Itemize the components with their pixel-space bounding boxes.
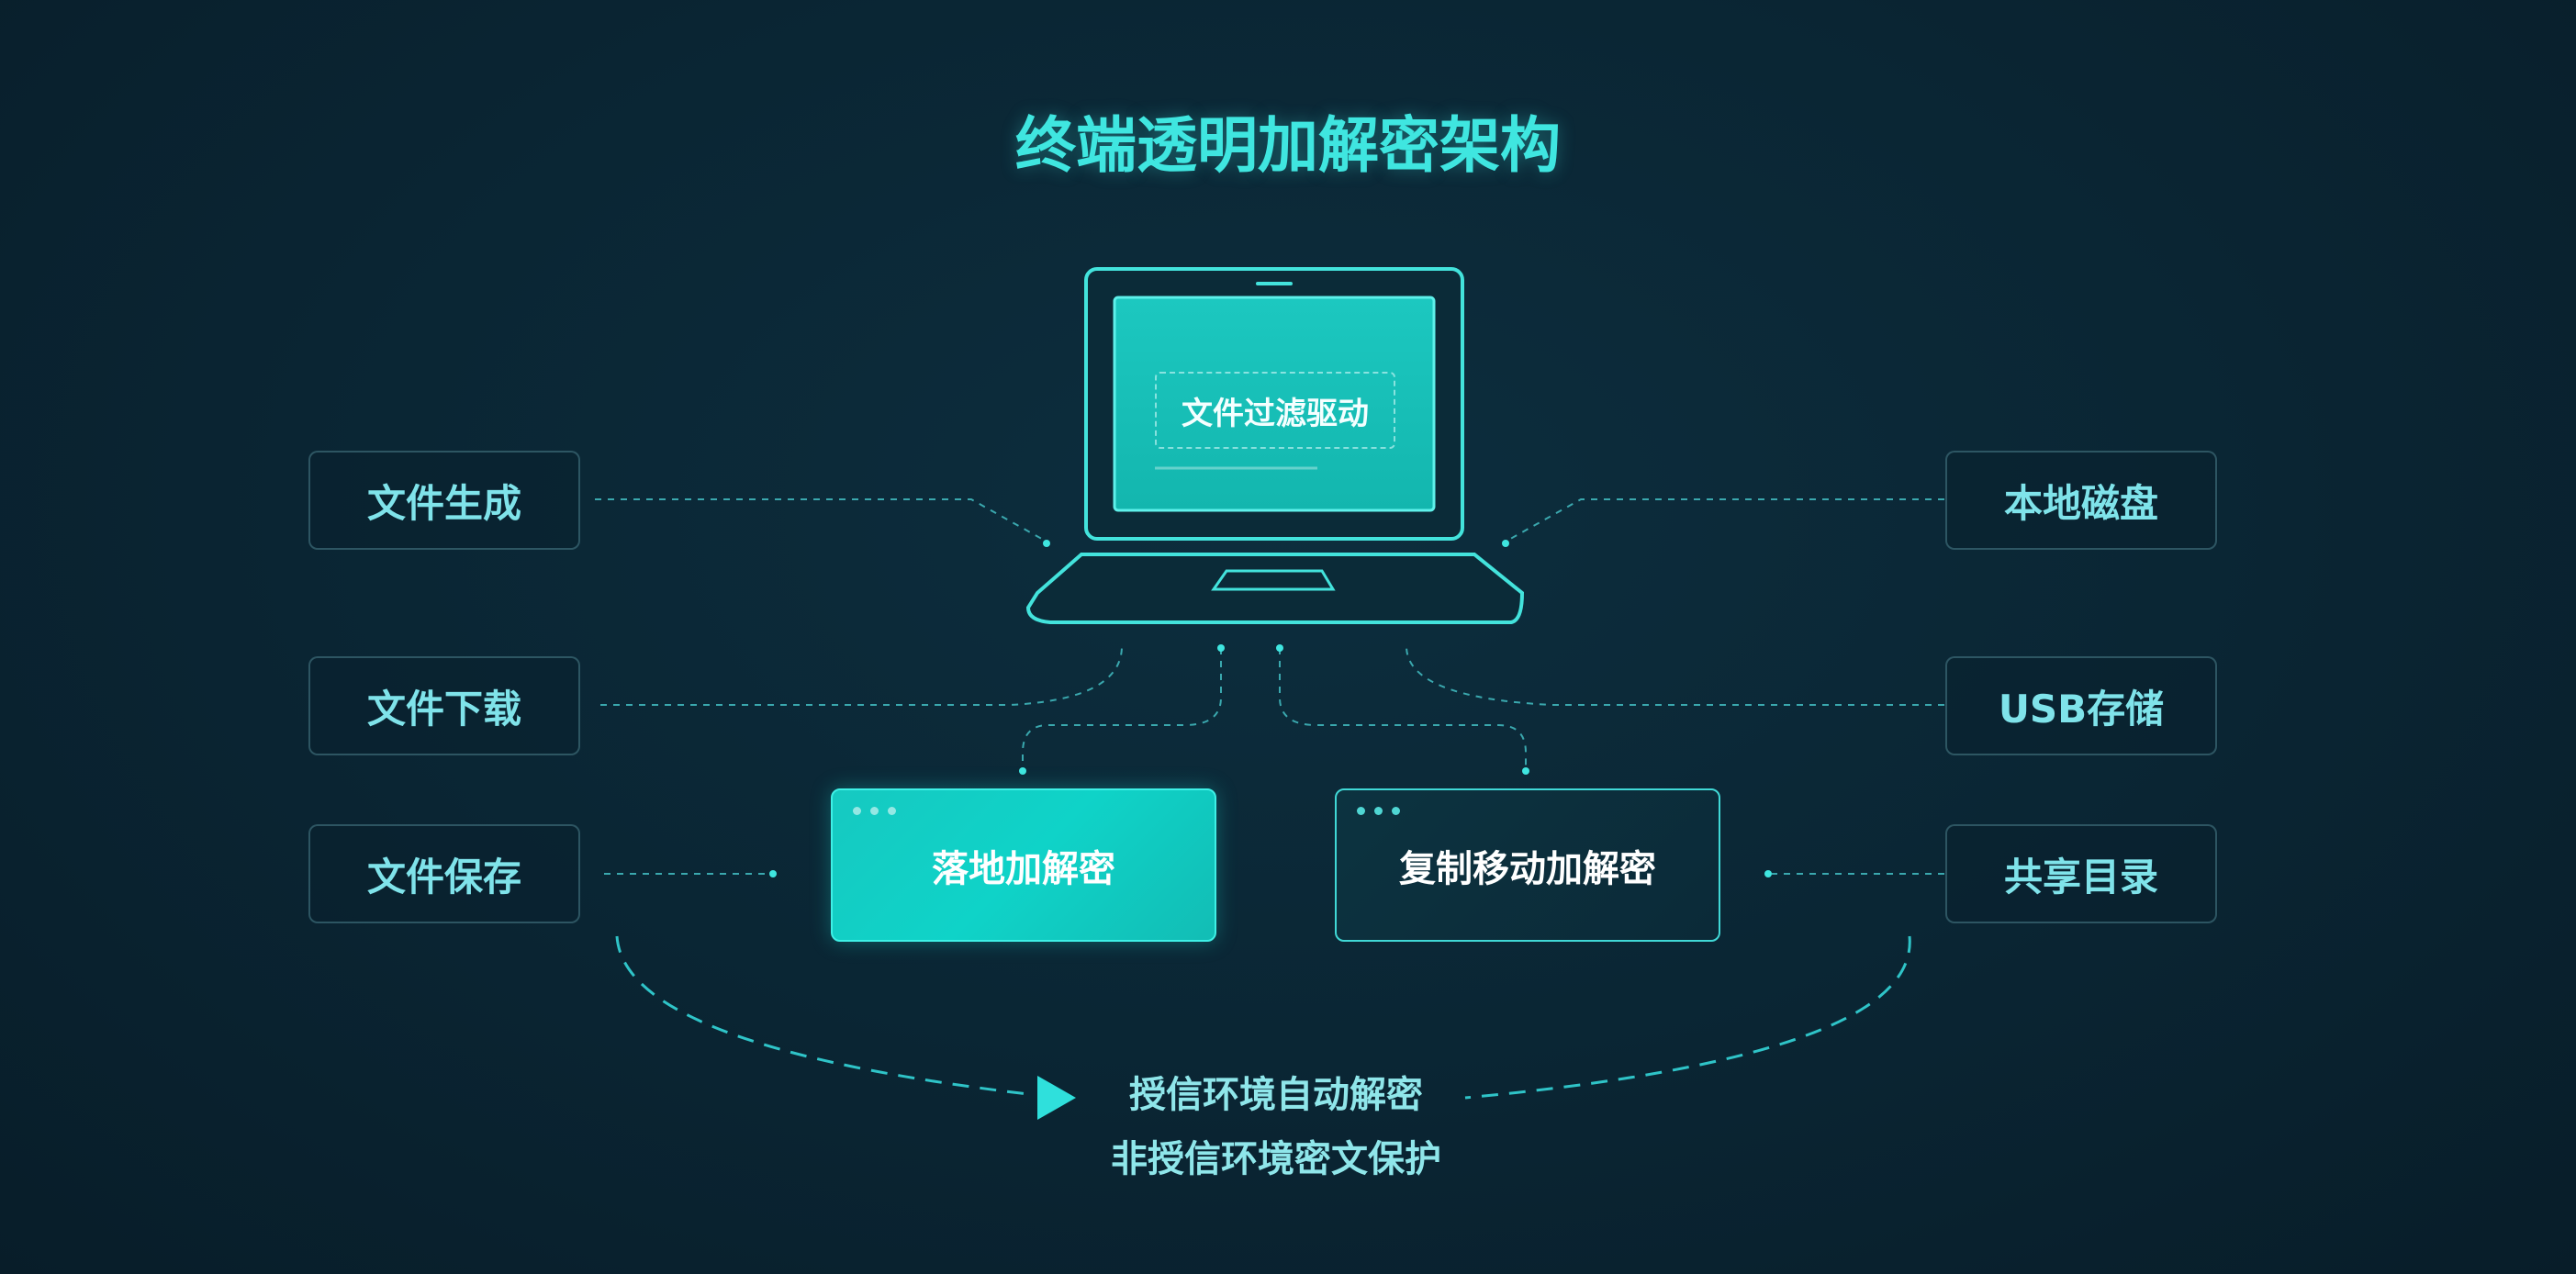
caption-untrusted: 非授信环境密文保护 [1111, 1138, 1441, 1180]
connector-file-save [604, 870, 777, 877]
connector-laptop-local [1019, 644, 1225, 775]
caption-trusted: 授信环境自动解密 [1129, 1074, 1423, 1116]
panel-copy-encrypt: 复制移动加解密 [1335, 788, 1720, 942]
connector-shared-dir [1764, 870, 1944, 877]
panel-local-label: 落地加解密 [932, 847, 1115, 890]
screen-label: 文件过滤驱动 [1155, 372, 1395, 449]
panel-local-encrypt: 落地加解密 [831, 788, 1216, 942]
window-dots [1357, 807, 1400, 815]
connector-file-download [600, 645, 1123, 706]
connector-usb-storage [1406, 645, 1944, 706]
arc-left [615, 935, 1076, 1120]
connector-file-generate [595, 498, 1050, 547]
node-local-disk: 本地磁盘 [1945, 451, 2217, 550]
connector-laptop-copy [1276, 644, 1529, 775]
node-shared-dir: 共享目录 [1945, 824, 2217, 923]
node-usb-storage: USB存储 [1945, 656, 2217, 755]
laptop-icon [1025, 267, 1525, 624]
panel-copy-label: 复制移动加解密 [1399, 847, 1656, 890]
node-file-save: 文件保存 [308, 824, 580, 923]
node-file-generate: 文件生成 [308, 451, 580, 550]
laptop-screen [1113, 296, 1436, 512]
connector-local-disk [1502, 498, 1944, 547]
arrow-right-icon [1037, 1076, 1076, 1120]
window-dots [853, 807, 896, 815]
arc-right [1464, 935, 1911, 1100]
diagram-title: 终端透明加解密架构 [1015, 110, 1561, 181]
node-file-download: 文件下载 [308, 656, 580, 755]
